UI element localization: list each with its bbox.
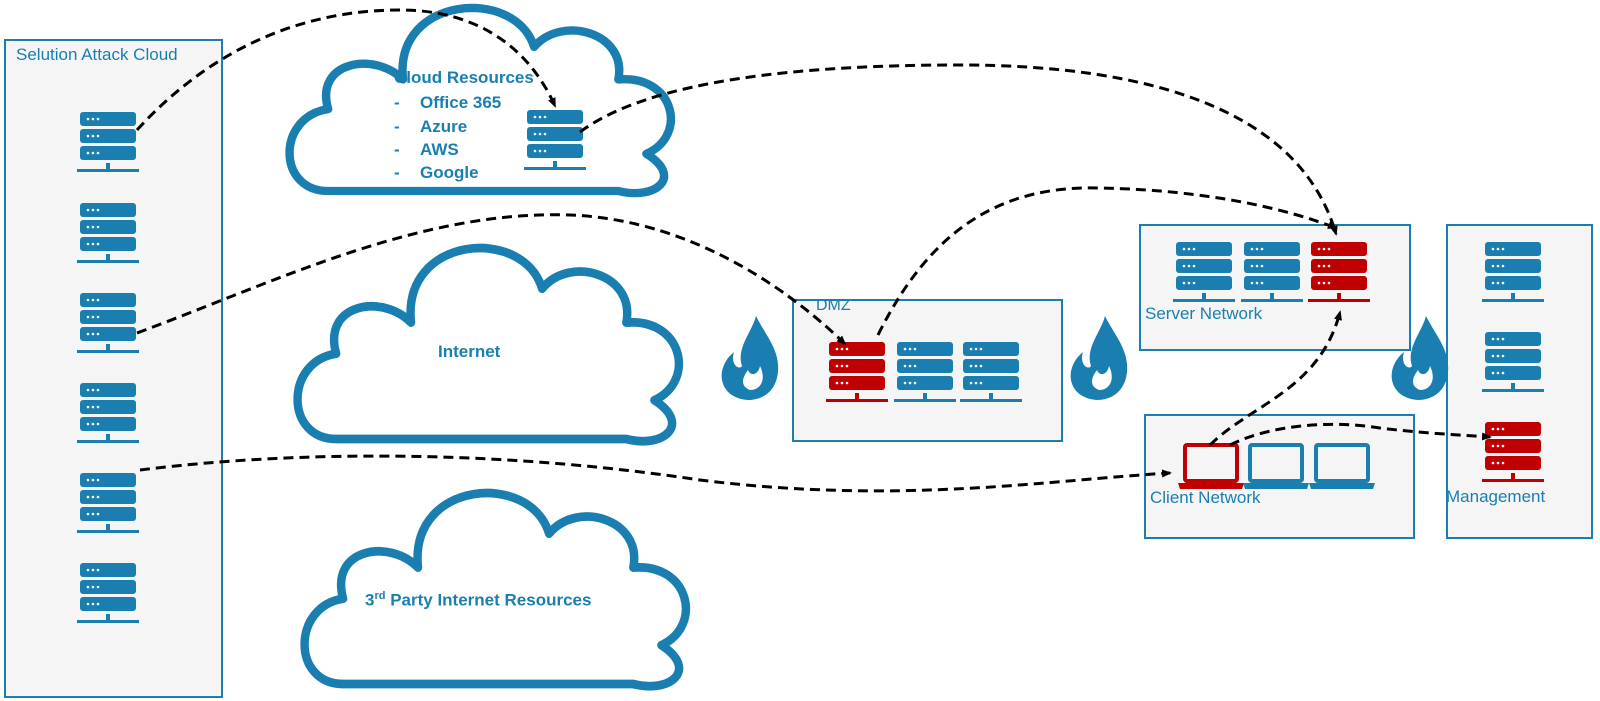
server-icon — [77, 383, 139, 443]
internet-cloud — [293, 243, 684, 446]
third-party-label-rest: Party Internet Resources — [385, 590, 592, 610]
attack-path-cloud-to-server — [579, 63, 1338, 236]
server-icon — [77, 203, 139, 263]
cloud-resources-title: Cloud Resources — [394, 68, 534, 87]
attack-path-to-dmz — [136, 213, 847, 346]
laptop-icon — [1243, 443, 1309, 489]
compromised-server-icon — [826, 342, 888, 402]
laptop-icon — [1309, 443, 1375, 489]
server-icon — [1241, 242, 1303, 302]
attack-path-dmz-to-server — [876, 186, 1338, 336]
server-icon — [77, 563, 139, 623]
server-icon — [1482, 332, 1544, 392]
cloud-resource-item: - Azure — [394, 117, 467, 137]
cloud-resource-item: - Google — [394, 163, 479, 183]
internet-label: Internet — [438, 342, 501, 361]
server-icon — [524, 110, 586, 170]
attack-path-to-client — [139, 454, 1172, 493]
fire-icon — [721, 316, 779, 400]
resource-aws: AWS — [420, 140, 459, 159]
bullet-dash: - — [394, 163, 400, 182]
third-party-label-prefix: 3 — [365, 590, 375, 610]
client-network-label: Client Network — [1150, 488, 1261, 507]
server-icon — [77, 293, 139, 353]
server-icon — [1173, 242, 1235, 302]
dmz-label: DMZ — [816, 297, 851, 314]
bullet-dash: - — [394, 140, 400, 159]
cloud-resource-item: - AWS — [394, 140, 459, 160]
server-icon — [960, 342, 1022, 402]
resource-google: Google — [420, 163, 479, 182]
attack-path-client-to-server — [1208, 310, 1342, 447]
fire-icon — [1391, 316, 1449, 400]
compromised-server-icon — [1308, 242, 1370, 302]
server-icon — [77, 473, 139, 533]
fire-icon — [1070, 316, 1128, 400]
server-network-label: Server Network — [1145, 304, 1263, 323]
resource-office365: Office 365 — [420, 93, 502, 112]
attack-paths — [135, 8, 1492, 493]
server-icon — [77, 112, 139, 172]
bullet-dash: - — [394, 117, 400, 136]
server-icon — [894, 342, 956, 402]
compromised-server-icon — [1482, 422, 1544, 482]
third-party-label: 3rd Party Internet Resources — [365, 590, 591, 611]
bullet-dash: - — [394, 93, 400, 112]
attack-path-client-to-management — [1229, 422, 1492, 447]
third-party-cloud — [300, 488, 691, 691]
cloud-resource-item: - Office 365 — [394, 93, 501, 113]
management-label: Management — [1446, 487, 1546, 506]
server-icons — [77, 110, 1544, 623]
server-icon — [1482, 242, 1544, 302]
resource-azure: Azure — [420, 117, 468, 136]
attack-cloud-title: Selution Attack Cloud — [16, 45, 178, 64]
third-party-label-sup: rd — [374, 590, 386, 602]
attack-path-to-cloud-resources — [135, 8, 557, 132]
